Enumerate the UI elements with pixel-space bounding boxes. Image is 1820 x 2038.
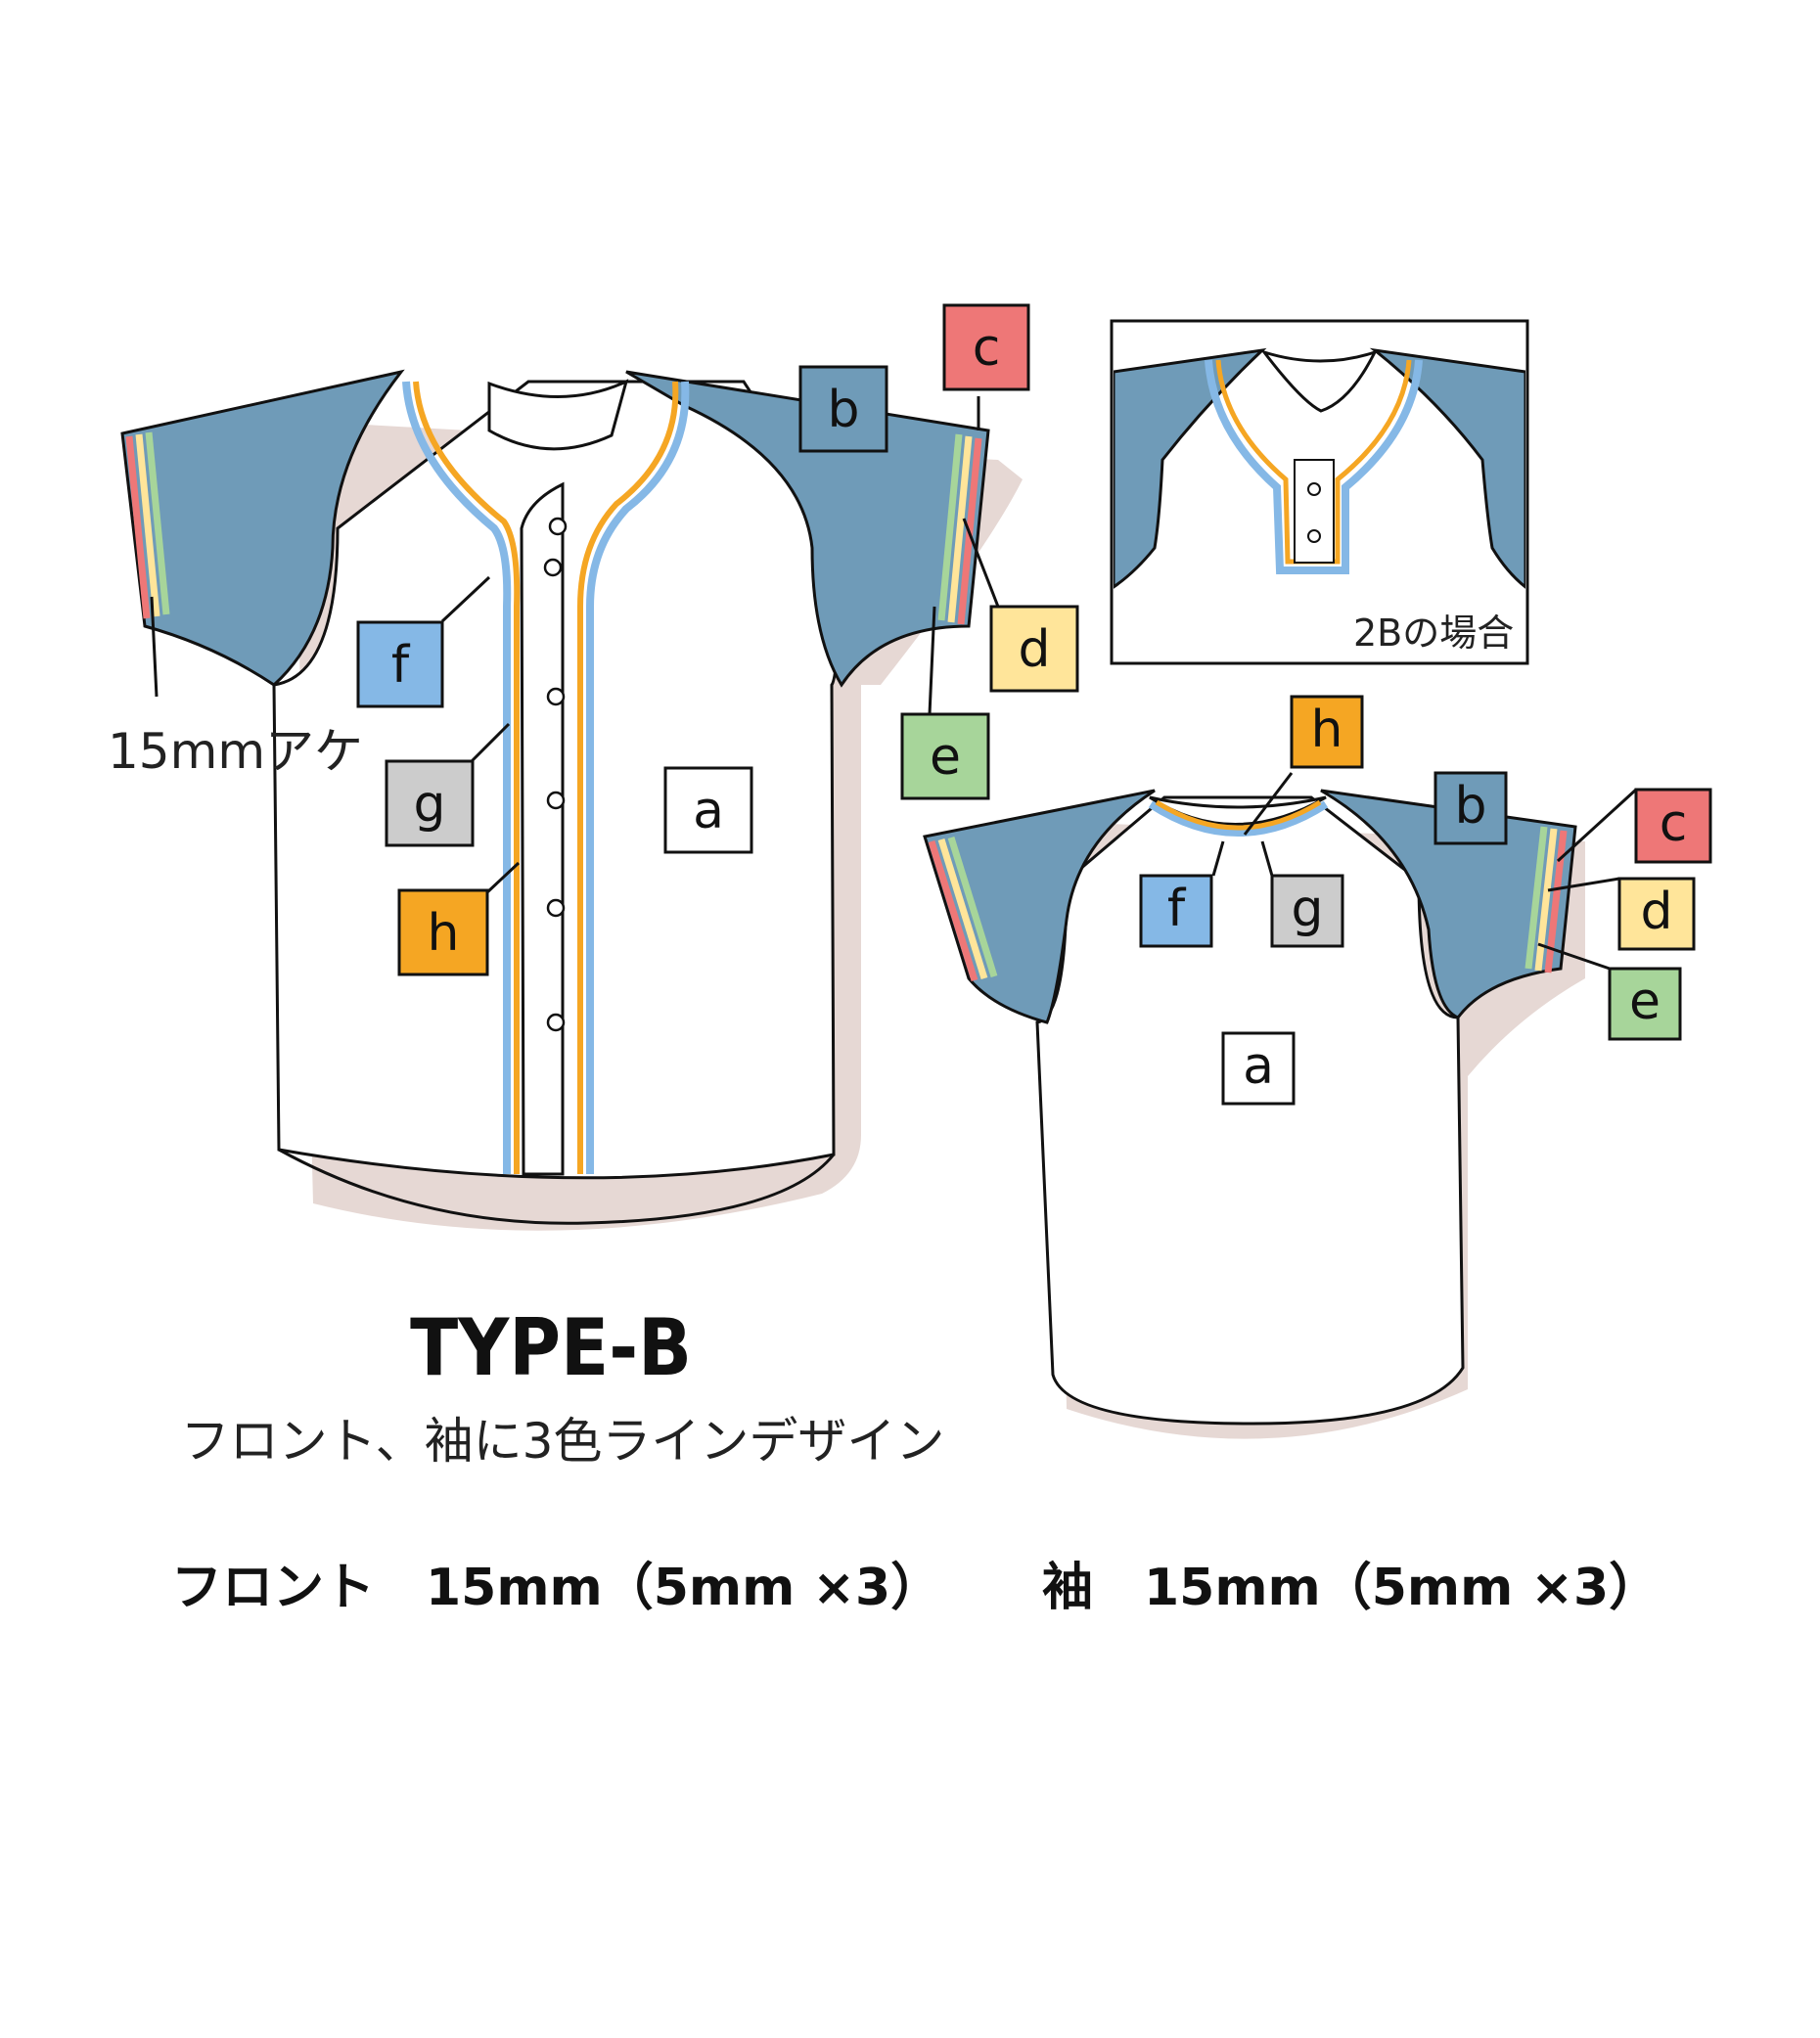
part-label-a: a bbox=[1221, 1031, 1296, 1106]
part-label-box bbox=[385, 759, 475, 847]
sleeve-line-spec: 袖 15mm（5mm ×3） bbox=[1042, 1559, 1660, 1617]
part-label-box bbox=[1608, 967, 1682, 1041]
part-label-c: c bbox=[942, 303, 1030, 391]
front-left-sleeve-stripes bbox=[125, 431, 170, 619]
front-hem-curve bbox=[278, 1148, 836, 1225]
part-label-text: c bbox=[973, 319, 1001, 378]
part-label-text: g bbox=[413, 775, 445, 834]
back-right-sleeve bbox=[1320, 789, 1577, 1019]
part-label-h: h bbox=[1290, 695, 1364, 769]
front-line-spec: フロント 15mm（5mm ×3） bbox=[171, 1559, 941, 1617]
front-left-sleeve bbox=[120, 369, 405, 687]
front-placket bbox=[520, 481, 565, 1176]
part-label-box bbox=[663, 766, 753, 854]
front-collar bbox=[487, 379, 629, 451]
button bbox=[546, 687, 566, 706]
inset-neck-trim-blue bbox=[1205, 359, 1423, 574]
part-label-e: e bbox=[900, 712, 990, 800]
part-label-a: a bbox=[663, 766, 753, 854]
part-label-d: d bbox=[989, 605, 1079, 693]
part-label-f: f bbox=[1139, 874, 1213, 948]
part-label-box bbox=[1617, 877, 1696, 951]
front-leader-lines bbox=[150, 396, 1000, 894]
part-label-box bbox=[1433, 771, 1508, 845]
part-label-box bbox=[1290, 695, 1364, 769]
type-title: TYPE-B bbox=[410, 1302, 692, 1393]
part-label-box bbox=[1270, 874, 1344, 948]
button bbox=[546, 791, 566, 810]
part-label-box bbox=[356, 620, 444, 708]
part-label-text: h bbox=[1311, 701, 1343, 759]
part-label-text: c bbox=[1660, 794, 1688, 853]
back-jersey bbox=[923, 772, 1638, 1439]
part-label-text: e bbox=[1629, 973, 1661, 1031]
part-label-box bbox=[1634, 788, 1712, 864]
part-label-box bbox=[900, 712, 990, 800]
part-label-text: b bbox=[827, 381, 859, 439]
front-right-sleeve bbox=[625, 370, 990, 688]
button bbox=[1307, 482, 1321, 496]
part-label-text: f bbox=[1167, 880, 1187, 938]
part-label-text: b bbox=[1454, 777, 1486, 836]
button bbox=[546, 1013, 566, 1032]
part-label-c: c bbox=[1634, 788, 1712, 864]
front-placket-trim bbox=[402, 381, 690, 1174]
part-label-box bbox=[798, 365, 888, 453]
button bbox=[1307, 529, 1321, 543]
inset-collar bbox=[1259, 349, 1378, 413]
back-neck-trim-orange bbox=[1155, 799, 1322, 831]
part-label-box bbox=[942, 303, 1030, 391]
part-label-b: b bbox=[798, 365, 888, 453]
back-body bbox=[1035, 795, 1465, 1426]
part-label-text: a bbox=[693, 782, 724, 840]
part-label-text: d bbox=[1018, 620, 1050, 679]
part-label-text: a bbox=[1243, 1037, 1274, 1096]
design-subtitle: フロント、袖に3色ラインデザイン bbox=[181, 1413, 945, 1470]
part-label-box bbox=[1139, 874, 1213, 948]
part-label-box bbox=[397, 888, 489, 976]
back-leader-lines bbox=[1211, 772, 1638, 971]
front-buttons bbox=[543, 517, 568, 1032]
part-label-box bbox=[989, 605, 1079, 693]
part-label-d: d bbox=[1617, 877, 1696, 951]
part-label-g: g bbox=[385, 759, 475, 847]
button bbox=[543, 558, 563, 577]
inset-left-sleeve bbox=[1114, 347, 1267, 589]
part-label-text: h bbox=[428, 904, 460, 963]
part-label-text: g bbox=[1291, 880, 1323, 938]
inset-caption: 2Bの場合 bbox=[1353, 611, 1514, 655]
part-label-text: e bbox=[930, 728, 961, 787]
back-left-sleeve-stripes bbox=[928, 836, 998, 982]
inset-placket bbox=[1294, 459, 1335, 564]
part-label-b: b bbox=[1433, 771, 1508, 845]
inset-2b: 2Bの場合 bbox=[1110, 319, 1529, 665]
part-label-box bbox=[1221, 1031, 1296, 1106]
button bbox=[546, 898, 566, 918]
part-label-e: e bbox=[1608, 967, 1682, 1041]
gap-note: 15mmアケ bbox=[108, 723, 363, 780]
button bbox=[548, 517, 568, 536]
back-neck-trim-blue bbox=[1148, 800, 1329, 837]
part-label-h: h bbox=[397, 888, 489, 976]
part-label-g: g bbox=[1270, 874, 1344, 948]
part-label-text: f bbox=[391, 636, 411, 695]
part-label-f: f bbox=[356, 620, 444, 708]
front-jersey bbox=[120, 369, 1023, 1231]
part-label-text: d bbox=[1640, 883, 1672, 941]
